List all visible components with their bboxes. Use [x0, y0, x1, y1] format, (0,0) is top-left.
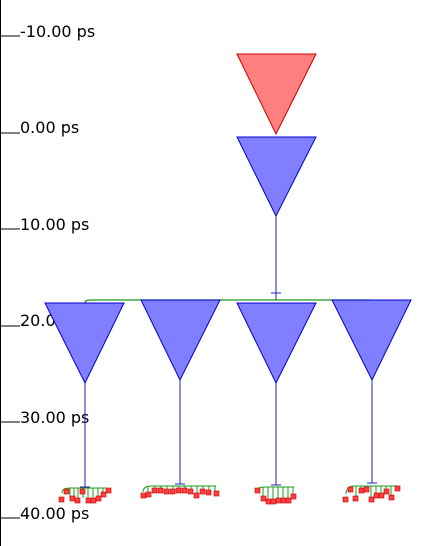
sink — [163, 488, 170, 495]
sink — [90, 497, 97, 504]
time-axis: -10.00 ps 0.00 ps 10.00 ps 20.00 ps 30.0… — [0, 0, 95, 546]
sink — [368, 496, 375, 503]
sink — [105, 487, 112, 494]
sink — [270, 498, 277, 505]
sink — [205, 489, 212, 496]
tick-label: -10.00 ps — [20, 22, 95, 41]
sink — [260, 495, 267, 502]
buffer-1 — [44, 302, 125, 385]
buffers — [44, 53, 412, 385]
sink — [69, 495, 76, 502]
tick-label: 30.00 ps — [20, 408, 89, 427]
sink — [275, 497, 282, 504]
sink — [280, 497, 287, 504]
sink — [175, 487, 182, 494]
buffer-4 — [331, 299, 412, 382]
sink — [85, 497, 92, 504]
distribution-wire — [84, 299, 370, 304]
sink — [100, 491, 107, 498]
sink — [383, 488, 390, 495]
sink — [151, 487, 158, 494]
buffer-3 — [236, 302, 317, 385]
sink — [363, 486, 370, 493]
sink — [290, 493, 297, 500]
sink — [140, 492, 147, 499]
sink — [169, 488, 176, 495]
sink — [352, 495, 359, 502]
buffer-2 — [140, 299, 221, 382]
tick-label: 40.00 ps — [20, 504, 89, 523]
sink — [265, 498, 272, 505]
sinks-4 — [342, 485, 401, 503]
sinks-1 — [58, 487, 112, 504]
sink — [79, 488, 86, 495]
sink — [157, 487, 164, 494]
sink — [145, 491, 152, 498]
sinks-2 — [140, 485, 220, 499]
sink — [358, 487, 365, 494]
root-buffer — [236, 53, 317, 136]
sink — [378, 492, 385, 499]
sink-fanout-wire — [257, 486, 294, 501]
sink — [63, 488, 70, 495]
sink — [388, 494, 395, 501]
sink — [394, 485, 401, 492]
sink — [181, 487, 188, 494]
sink — [74, 497, 81, 504]
sink — [95, 495, 102, 502]
sink — [347, 486, 354, 493]
sinks-3 — [254, 486, 297, 505]
sink — [199, 488, 206, 495]
sink — [254, 487, 261, 494]
sink — [213, 490, 220, 497]
sink — [187, 488, 194, 495]
sink — [58, 496, 65, 503]
tick-label: 10.00 ps — [20, 215, 89, 234]
wires — [80, 216, 377, 488]
sink — [193, 492, 200, 499]
sink — [285, 497, 292, 504]
sink — [373, 492, 380, 499]
sink — [342, 496, 349, 503]
tick-label: 0.00 ps — [20, 118, 79, 137]
buffer — [236, 136, 317, 218]
